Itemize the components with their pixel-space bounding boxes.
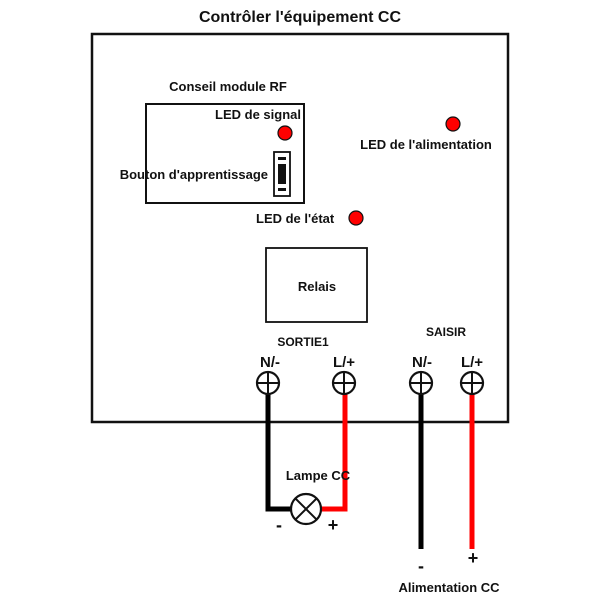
status-led-label: LED de l'état	[256, 211, 335, 226]
status-led	[348, 210, 364, 226]
controller-box	[90, 32, 510, 424]
lamp-negative-wire	[265, 394, 292, 512]
lamp-pos-sign: +	[328, 515, 339, 535]
learn-button-label: Bouton d'apprentissage	[120, 167, 268, 182]
power-led-label: LED de l'alimentation	[360, 137, 492, 152]
output-pos-label: L/+	[333, 354, 355, 371]
input-pos-terminal[interactable]	[459, 370, 485, 396]
power-led	[445, 116, 461, 132]
output-pos-terminal[interactable]	[331, 370, 357, 396]
lamp-icon	[289, 492, 323, 526]
input-neg-terminal[interactable]	[408, 370, 434, 396]
output-neg-terminal[interactable]	[255, 370, 281, 396]
signal-led	[277, 125, 293, 141]
relay-box	[265, 247, 368, 323]
learn-label-bg	[148, 165, 269, 183]
lamp-label: Lampe CC	[286, 468, 351, 483]
supply-neg-sign: -	[418, 556, 424, 576]
rf-module-box	[145, 103, 305, 204]
diagram-title: Contrôler l'équipement CC	[199, 9, 401, 26]
supply-pos-sign: +	[468, 548, 479, 568]
output-neg-label: N/-	[260, 354, 280, 371]
input-neg-label: N/-	[412, 354, 432, 371]
relay-label: Relais	[298, 279, 336, 294]
learn-button[interactable]	[273, 151, 291, 197]
lamp-neg-sign: -	[276, 515, 282, 535]
power-supply-label: Alimentation CC	[398, 580, 500, 595]
lamp-positive-wire	[320, 394, 348, 512]
rf-module-label: Conseil module RF	[169, 79, 287, 94]
signal-led-label: LED de signal	[215, 107, 301, 122]
input-label: SAISIR	[426, 325, 466, 339]
input-pos-label: L/+	[461, 354, 483, 371]
output-label: SORTIE1	[277, 335, 329, 349]
